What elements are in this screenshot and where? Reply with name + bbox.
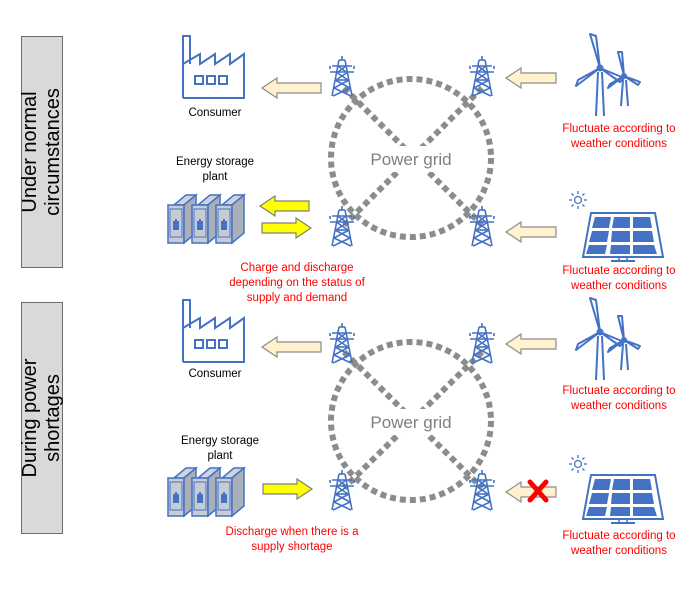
transmission-tower-icon bbox=[469, 205, 495, 247]
factory-icon bbox=[182, 299, 245, 363]
blocked-x-icon bbox=[527, 479, 549, 503]
arrow-from-solar-normal bbox=[504, 220, 557, 244]
arrow-charge-normal bbox=[261, 216, 313, 240]
arrow-to-consumer-normal bbox=[260, 76, 322, 100]
battery-icon bbox=[167, 467, 245, 517]
arrow-discharge-normal bbox=[258, 194, 310, 218]
grid-label-bg-normal bbox=[355, 146, 467, 172]
grid-label-shortage: Power grid bbox=[370, 413, 451, 432]
arrow-from-wind-shortage bbox=[504, 332, 557, 356]
solar-note: Fluctuate according to weather condition… bbox=[562, 530, 676, 557]
side-box-normal: Under normal circumstances bbox=[19, 36, 64, 268]
solar-note: Fluctuate according to weather condition… bbox=[562, 265, 676, 292]
wind-turbine-icon bbox=[575, 297, 641, 381]
transmission-tower-icon bbox=[469, 322, 495, 364]
wind-note: Fluctuate according to weather condition… bbox=[562, 123, 676, 150]
arrow-discharge-shortage bbox=[262, 477, 314, 501]
battery-icon bbox=[167, 194, 245, 244]
solar-panel-icon bbox=[582, 474, 664, 524]
side-box-shortage: During power shortages bbox=[19, 302, 64, 534]
consumer-label: Consumer bbox=[188, 107, 242, 119]
power-grid-shortage bbox=[328, 339, 494, 503]
sun-icon bbox=[568, 190, 588, 210]
sun-icon bbox=[568, 454, 588, 474]
storage-note: Charge and discharge depending on the st… bbox=[229, 262, 365, 304]
factory-icon bbox=[182, 35, 245, 99]
storage-plant-label: Energy storage plant bbox=[176, 156, 254, 183]
storage-plant-label: Energy storage plant bbox=[181, 435, 259, 462]
grid-label-bg-shortage bbox=[355, 409, 467, 435]
power-grid-normal bbox=[328, 76, 494, 240]
transmission-tower-icon bbox=[329, 55, 355, 97]
solar-panel-icon bbox=[582, 212, 664, 262]
transmission-tower-icon bbox=[329, 322, 355, 364]
wind-turbine-icon bbox=[575, 33, 641, 117]
arrow-to-consumer-shortage bbox=[260, 335, 322, 359]
wind-note: Fluctuate according to weather condition… bbox=[562, 385, 676, 412]
storage-note: Discharge when there is a supply shortag… bbox=[225, 526, 359, 553]
arrow-from-wind-normal bbox=[504, 66, 557, 90]
grid-label-normal: Power grid bbox=[370, 150, 451, 169]
consumer-label: Consumer bbox=[188, 368, 242, 380]
transmission-tower-icon bbox=[469, 469, 495, 511]
